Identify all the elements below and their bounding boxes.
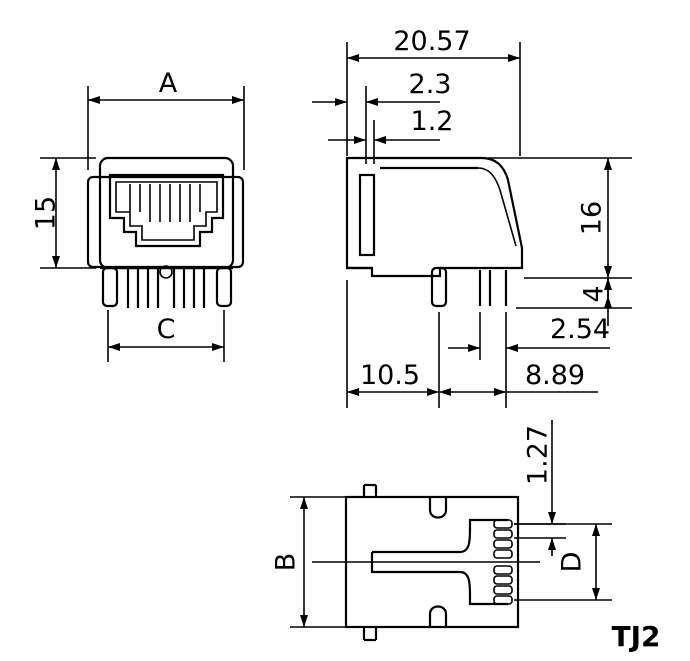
- dim-1-2-label: 1.2: [411, 106, 454, 137]
- bottom-view: B 1.27 D: [271, 420, 612, 642]
- dim-c-label: C: [157, 314, 176, 345]
- dim-4-label: 4: [579, 285, 610, 302]
- dim-20-57-label: 20.57: [393, 26, 470, 57]
- side-view: 20.57 2.3 1.2 16 4 2.54 10.5: [312, 26, 632, 408]
- dim-16-label: 16: [577, 201, 608, 235]
- dim-2-3-label: 2.3: [409, 69, 452, 100]
- dim-15-label: 15: [31, 196, 62, 230]
- dim-a-label: A: [159, 68, 178, 99]
- dim-b-label: B: [271, 553, 302, 572]
- model-label: TJ2: [612, 620, 661, 653]
- front-view: A 15 C: [31, 68, 245, 362]
- dim-10-5-label: 10.5: [360, 360, 420, 391]
- dim-8-89-label: 8.89: [525, 360, 585, 391]
- dim-2-54-label: 2.54: [550, 314, 610, 345]
- dim-d-label: D: [557, 552, 588, 573]
- dim-1-27-label: 1.27: [523, 425, 554, 485]
